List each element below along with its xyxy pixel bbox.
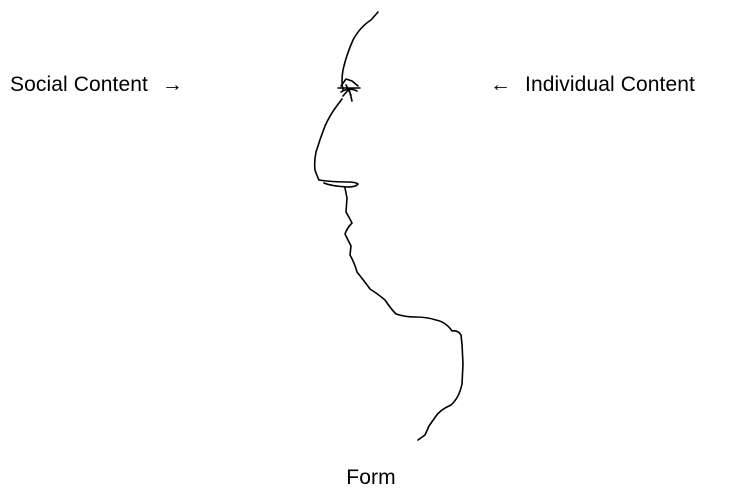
chin-neck-line (345, 188, 463, 440)
nose-line (315, 99, 342, 180)
mouth-line (319, 180, 358, 187)
forehead-line (342, 12, 378, 90)
